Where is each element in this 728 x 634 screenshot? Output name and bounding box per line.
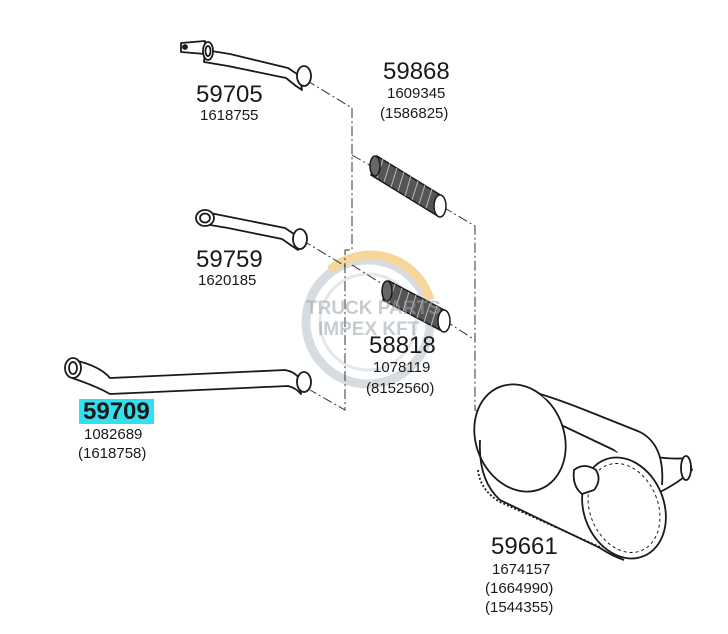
part-number-59661: 59661 [491,533,558,560]
oem-ref-59661-1: 1674157 [492,561,551,578]
oem-ref-59709-2: (1618758) [78,445,147,462]
pipe-59759 [195,209,308,251]
pipe-59709 [64,357,312,395]
part-number-59705: 59705 [196,81,263,108]
oem-ref-59709-1: 1082689 [84,426,143,443]
pipe-59705 [180,40,312,91]
part-number-58818: 58818 [369,332,436,359]
watermark-text-line1: TRUCK PARTS [306,298,441,319]
watermark-text-line2: IMPEX KFT [318,319,420,340]
part-number-59868: 59868 [383,58,450,85]
oem-ref-58818-1: 1078119 [373,359,431,376]
oem-ref-59661-3: (1544355) [485,599,554,616]
oem-ref-59868-2: (1586825) [380,105,449,122]
guide-lines [301,79,611,481]
silencer-59661 [473,383,693,561]
part-number-59709-highlighted: 59709 [79,399,154,424]
part-number-59759: 59759 [196,246,263,273]
oem-ref-58818-2: (8152560) [366,380,435,397]
flex-pipe-58818 [381,279,451,333]
oem-ref-59661-2: (1664990) [485,580,554,597]
flex-pipe-59868 [369,154,447,218]
oem-ref-59868-1: 1609345 [387,85,446,102]
oem-ref-59705-1: 1618755 [200,107,259,124]
oem-ref-59759-1: 1620185 [198,272,257,289]
